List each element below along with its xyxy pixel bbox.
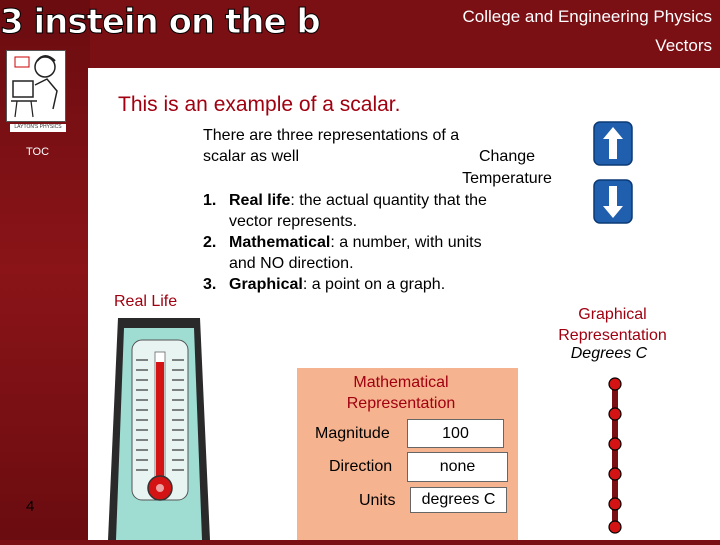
step-rest: : a point on a graph. <box>302 276 446 293</box>
step-bold: Graphical <box>229 276 303 293</box>
course-title: College and Engineering Physics <box>462 7 713 26</box>
step-rest: : the actual quantity that the vector re… <box>229 192 487 230</box>
logo-text: 3 instein on the <box>0 2 297 43</box>
graph-axis <box>602 372 628 539</box>
math-title: Mathematical Representation <box>346 374 456 412</box>
direction-label: Direction <box>329 458 393 475</box>
list-item: 3. Graphical: a point on a graph. <box>203 274 503 295</box>
units-value: degrees C <box>410 487 507 513</box>
logo: 3 instein on the b <box>0 0 321 44</box>
step-number: 3. <box>203 276 217 293</box>
toc-link[interactable]: TOC <box>26 146 50 158</box>
step-rest: : a number, with units and NO direction. <box>229 234 482 272</box>
magnitude-label: Magnitude <box>315 425 390 442</box>
portrait-caption: LAYTON'S PHYSICS <box>10 124 66 132</box>
graphical-label: Graphical Representation <box>558 306 667 344</box>
topic-title: Vectors <box>655 36 712 55</box>
thermometer-icon <box>104 318 214 545</box>
magnitude-value: 100 <box>407 419 504 448</box>
step-text: Real life: the actual quantity that the … <box>229 190 503 232</box>
arrow-up-icon[interactable] <box>593 121 633 166</box>
slide-title: This is an example of a scalar. <box>118 93 401 116</box>
step-bold: Mathematical <box>229 234 331 251</box>
units-label: Units <box>359 492 396 509</box>
step-text: Graphical: a point on a graph. <box>229 274 445 295</box>
list-item: 2. Mathematical: a number, with units an… <box>203 232 503 274</box>
real-life-label: Real Life <box>114 293 178 310</box>
page-number: 4 <box>26 498 35 515</box>
direction-value: none <box>407 452 508 482</box>
step-number: 2. <box>203 234 217 251</box>
step-text: Mathematical: a number, with units and N… <box>229 232 503 274</box>
graphical-units: Degrees C <box>570 345 648 362</box>
list-item: 1. Real life: the actual quantity that t… <box>203 190 503 232</box>
arrow-down-icon[interactable] <box>593 179 633 224</box>
change-temperature-label: Change Temperature <box>462 148 552 187</box>
logo-tail: b <box>296 2 321 43</box>
portrait-image <box>6 50 66 122</box>
steps-list: 1. Real life: the actual quantity that t… <box>203 190 503 295</box>
intro-text: There are three representations of a sca… <box>203 127 460 165</box>
step-number: 1. <box>203 192 217 209</box>
step-bold: Real life <box>229 192 291 209</box>
